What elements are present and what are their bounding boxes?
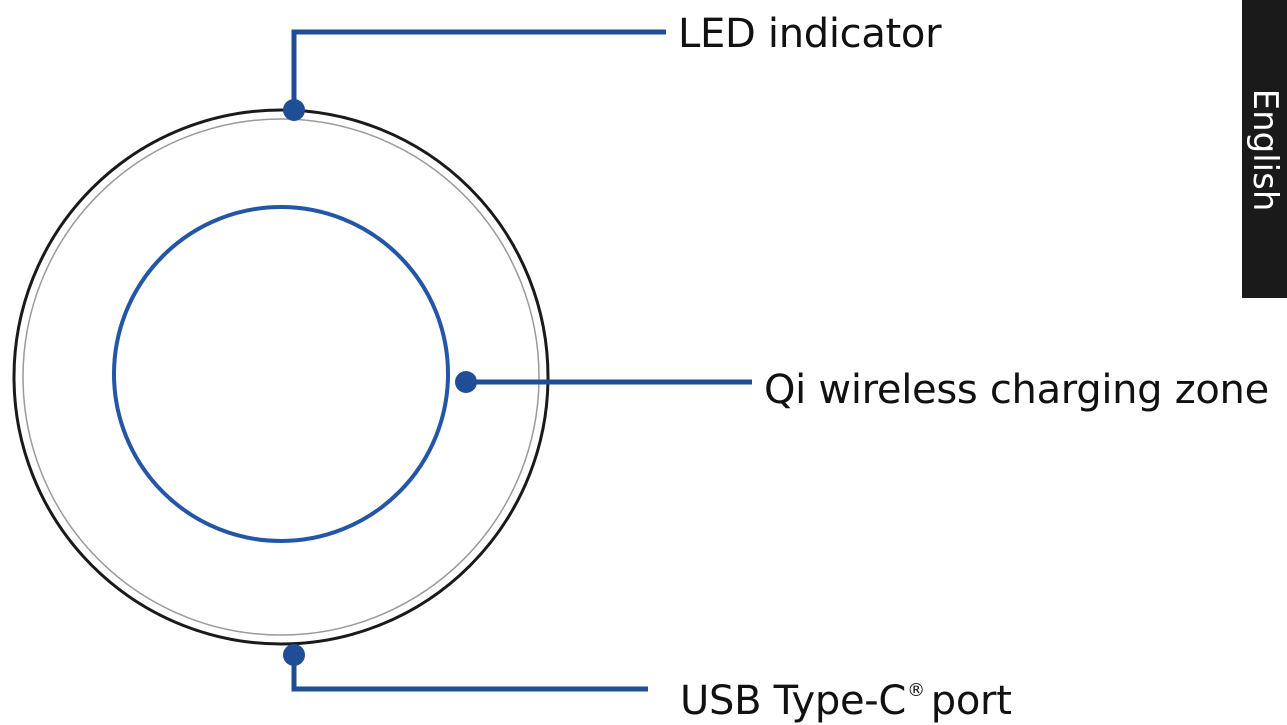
usb-port-label-name: USB Type-C bbox=[680, 678, 907, 724]
language-side-tab: English bbox=[1242, 0, 1287, 298]
led-indicator-label: LED indicator bbox=[678, 11, 942, 57]
usb-callout-line bbox=[291, 655, 648, 692]
language-tab-text: English bbox=[1244, 88, 1285, 212]
qi-callout-dot bbox=[455, 371, 477, 393]
charging-zone-circle bbox=[112, 205, 450, 543]
charger-body-outer-ring bbox=[12, 108, 550, 646]
charger-body-inner-ring bbox=[22, 118, 540, 636]
led-callout-dot bbox=[283, 99, 305, 121]
registered-mark: ® bbox=[907, 680, 925, 701]
usb-port-label: USB Type-C®port bbox=[680, 667, 1012, 725]
led-callout-line bbox=[291, 29, 666, 110]
usb-port-label-suffix: port bbox=[930, 678, 1012, 724]
qi-charging-zone-label: Qi wireless charging zone bbox=[764, 367, 1269, 413]
usb-callout-dot bbox=[283, 644, 305, 666]
